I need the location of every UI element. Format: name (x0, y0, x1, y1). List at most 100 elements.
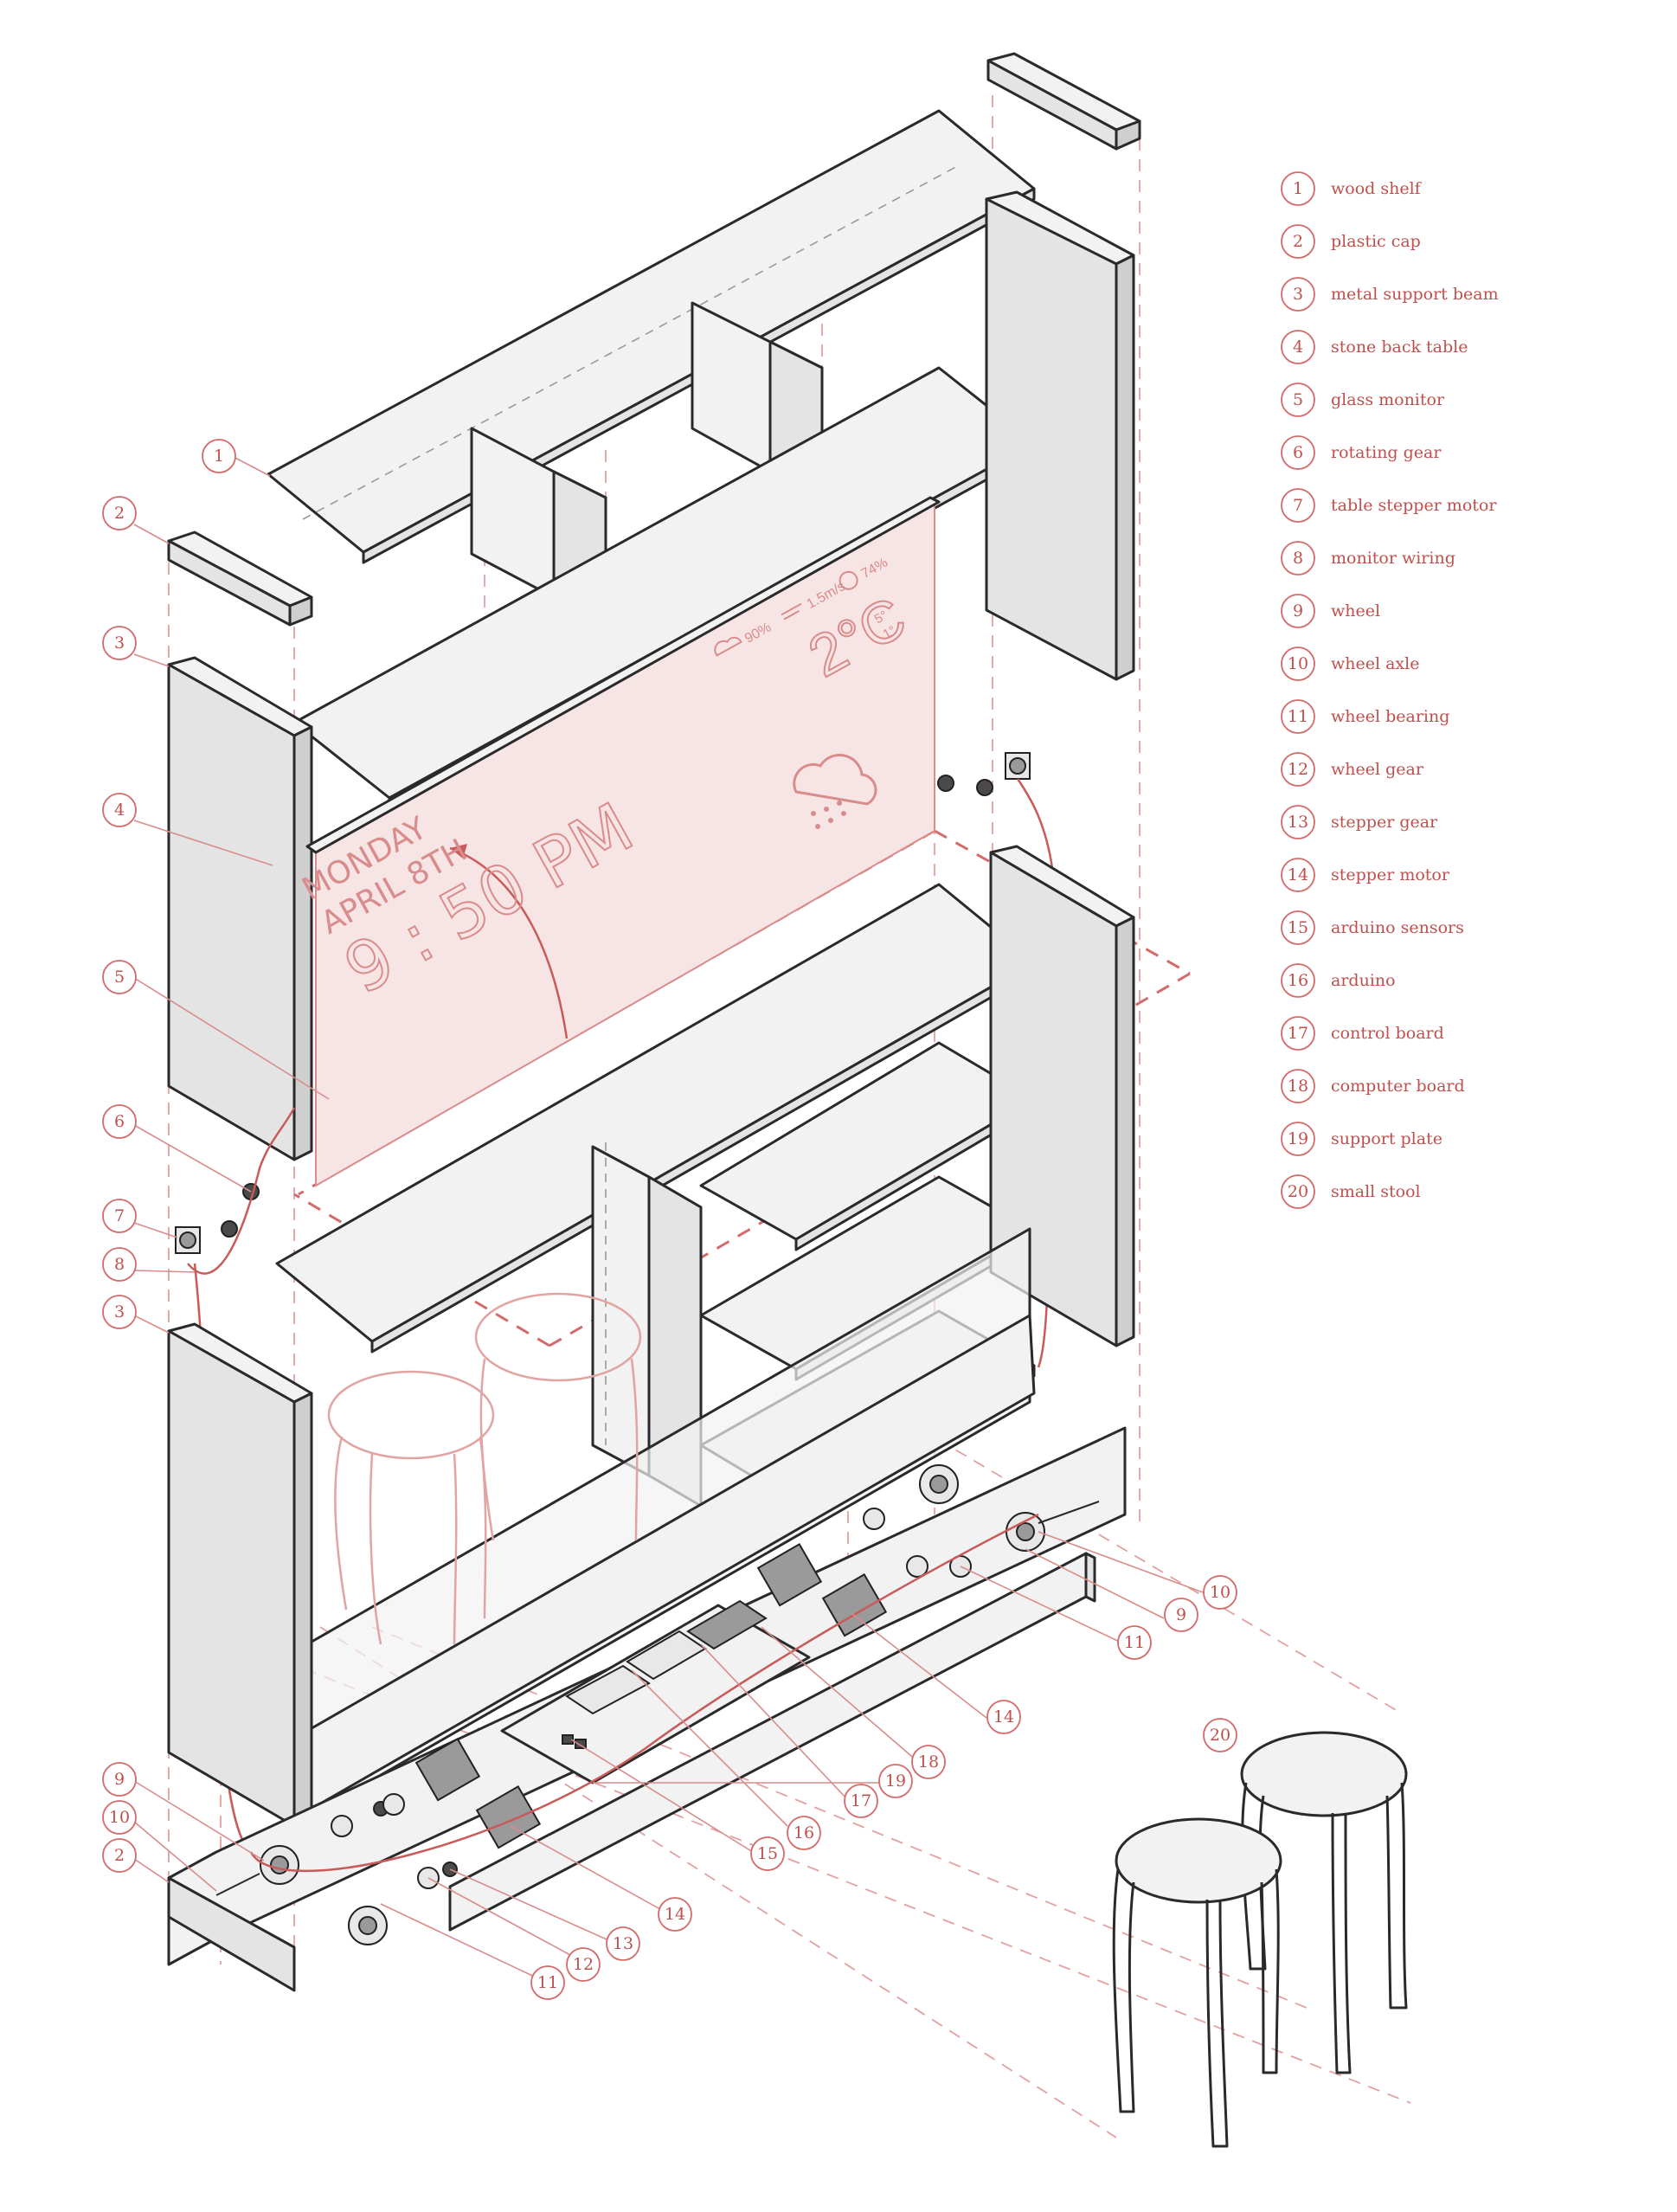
legend-number-circle (1281, 699, 1315, 734)
svg-text:10: 10 (1210, 1583, 1230, 1602)
legend-number-circle (1281, 383, 1315, 417)
callout-2-upper: 2 (102, 496, 137, 530)
callout-16: 16 (787, 1816, 821, 1850)
legend-number-circle (1281, 752, 1315, 787)
legend-label: stone back table (1331, 338, 1468, 357)
svg-text:3: 3 (114, 633, 125, 653)
callout-8: 8 (102, 1247, 137, 1282)
svg-text:14: 14 (665, 1905, 685, 1924)
stepper-motors (414, 1542, 888, 1849)
callout-9-right: 9 (1164, 1598, 1198, 1632)
callout-12: 12 (566, 1947, 601, 1982)
callout-14-lower: 14 (658, 1897, 692, 1932)
legend-number-circle (1281, 594, 1315, 628)
metal-support-beam-right-upper (985, 190, 1135, 681)
callout-leaders (133, 455, 1204, 1983)
legend-number: 4 (1293, 338, 1303, 357)
legend-number-circle (1281, 963, 1315, 998)
callout-10-left: 10 (102, 1800, 137, 1835)
legend-label: glass monitor (1331, 390, 1445, 409)
legend-number-circle (1281, 805, 1315, 839)
legend-label: monitor wiring (1331, 549, 1455, 568)
legend-item: 10 wheel axle (1281, 646, 1419, 681)
svg-text:17: 17 (851, 1791, 871, 1810)
svg-text:8: 8 (114, 1255, 125, 1274)
legend-number-circle (1281, 224, 1315, 259)
svg-text:14: 14 (993, 1707, 1014, 1727)
wheels-and-gears (215, 1464, 1100, 1945)
legend-number: 2 (1293, 232, 1303, 251)
control-wiring (249, 1513, 1039, 1873)
rotating-gears-left (175, 1183, 260, 1254)
legend-label: table stepper motor (1331, 496, 1497, 515)
legend-number-circle (1281, 910, 1315, 945)
svg-text:18: 18 (918, 1752, 939, 1772)
ghost-stools (327, 1292, 642, 1645)
legend-number-circle (1281, 1122, 1315, 1156)
legend-number: 14 (1288, 865, 1308, 884)
legend-label: wheel (1331, 601, 1380, 621)
legend-number-circle (1281, 488, 1315, 523)
legend-number: 11 (1288, 707, 1308, 726)
legend-label: control board (1331, 1024, 1444, 1043)
metal-support-beam-left-lower (167, 1322, 313, 1828)
arduino-boards (562, 1599, 768, 1749)
legend-item: 1 wood shelf (1281, 171, 1423, 206)
small-stool-back (1240, 1731, 1408, 2074)
callout-1: 1 (202, 439, 236, 473)
svg-text:4: 4 (114, 801, 125, 820)
legend-number-circle (1281, 858, 1315, 892)
callout-20: 20 (1203, 1718, 1237, 1752)
legend-number: 3 (1293, 285, 1303, 304)
legend-item: 15 arduino sensors (1281, 910, 1464, 945)
legend-number-circle (1281, 330, 1315, 364)
svg-text:13: 13 (613, 1934, 633, 1953)
legend-number: 18 (1288, 1077, 1308, 1096)
metal-support-beam-right-lower (989, 845, 1135, 1347)
plastic-cap-right (986, 52, 1141, 151)
legend-label: wheel axle (1331, 654, 1419, 673)
svg-text:2: 2 (114, 504, 125, 523)
legend-label: arduino sensors (1331, 918, 1464, 937)
legend-number: 5 (1293, 390, 1303, 409)
callout-2-lower: 2 (102, 1838, 137, 1873)
svg-text:11: 11 (1124, 1633, 1145, 1652)
legend-number: 9 (1293, 601, 1303, 621)
legend-label: stepper motor (1331, 865, 1450, 884)
cloud-icon (714, 636, 742, 657)
legend-item: 7 table stepper motor (1281, 488, 1497, 523)
cabinet-divider-lower (591, 1142, 703, 1508)
legend-number: 1 (1293, 179, 1303, 198)
glass-monitor (305, 496, 941, 1187)
legend-number-circle (1281, 1174, 1315, 1209)
callout-3-upper: 3 (102, 626, 137, 660)
legend-number: 6 (1293, 443, 1303, 462)
callout-9-left: 9 (102, 1762, 137, 1797)
callout-7: 7 (102, 1199, 137, 1233)
legend-number: 7 (1293, 496, 1303, 515)
svg-text:10: 10 (109, 1808, 130, 1827)
svg-text:12: 12 (573, 1955, 594, 1974)
svg-text:9: 9 (1176, 1605, 1186, 1624)
legend-label: wheel bearing (1331, 707, 1449, 726)
legend-label: computer board (1331, 1077, 1465, 1096)
legend-number: 10 (1288, 654, 1308, 673)
legend-item: 11 wheel bearing (1281, 699, 1449, 734)
legend-number-circle (1281, 1069, 1315, 1103)
svg-text:3: 3 (114, 1302, 125, 1321)
legend-number: 15 (1288, 918, 1308, 937)
legend-number: 19 (1288, 1129, 1308, 1148)
legend-item: 18 computer board (1281, 1069, 1465, 1103)
legend-number-circle (1281, 277, 1315, 312)
svg-text:5: 5 (114, 968, 125, 987)
callout-19: 19 (878, 1764, 913, 1798)
legend-number-circle (1281, 646, 1315, 681)
legend-label: wood shelf (1331, 179, 1423, 198)
